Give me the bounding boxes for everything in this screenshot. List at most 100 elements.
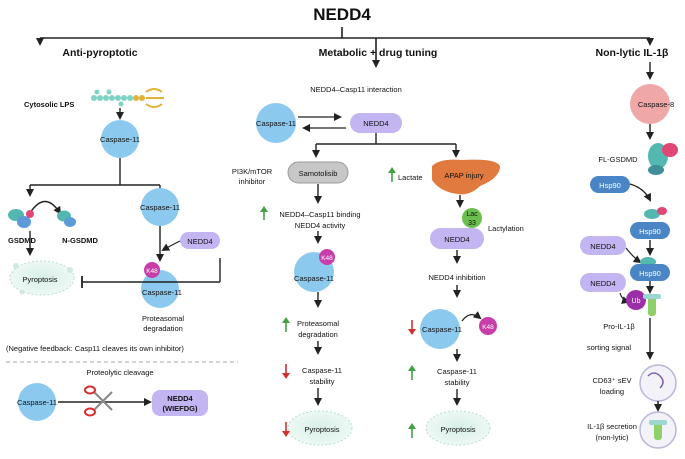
nedd4-label-left: NEDD4 <box>187 237 212 246</box>
arrow-nedd4-complex <box>625 247 642 264</box>
caspase11-node-mid-r <box>420 309 460 349</box>
k48-tag-mid <box>319 249 335 265</box>
stability-label-mid-2: stability <box>309 377 334 386</box>
page-title: NEDD4 <box>313 5 371 24</box>
caspase8-label: Caspase-8 <box>638 100 674 109</box>
k48-tag-mid-r <box>479 317 497 335</box>
il1b-icon <box>643 294 661 316</box>
down-arrow-icon <box>282 422 290 437</box>
lac-label-2: 33 <box>468 220 476 227</box>
down-arrow-icon <box>282 364 290 379</box>
lac-label-1: Lac <box>466 211 478 218</box>
arrow-hsp90-bind <box>629 183 651 202</box>
hsp90-pill-3 <box>630 264 670 281</box>
lactate-label: Lactate <box>398 173 423 182</box>
proteasomal-label-left-1: Proteasomal <box>142 314 184 323</box>
up-arrow-icon <box>282 317 290 332</box>
nedd4-label-lac: NEDD4 <box>444 235 469 244</box>
hsp90-label-2: Hsp90 <box>639 227 661 236</box>
up-arrow-icon <box>408 365 416 380</box>
scissors-icon <box>84 385 113 417</box>
lps-icon <box>91 88 164 108</box>
n-gsdmd-icon <box>57 210 76 227</box>
k48-label-mid: K48 <box>321 255 333 262</box>
proteasomal-label-mid-1: Proteasomal <box>297 319 339 328</box>
nedd4-pill-right-2 <box>580 273 626 292</box>
secretion-label-2: (non-lytic) <box>596 433 629 442</box>
ub-tag <box>626 290 646 310</box>
fl-gsdmd-label: FL-GSDMD <box>598 155 638 164</box>
cleavage-arc <box>29 200 62 215</box>
stability-label-mid-1: Caspase-11 <box>302 366 342 375</box>
binding-label-2: NEDD4 activity <box>295 221 346 230</box>
arrow-k48-blocked <box>461 311 482 322</box>
proteasomal-label-left-2: degradation <box>143 324 183 333</box>
k48-label-left: K48 <box>146 268 158 275</box>
caspase11-node-right <box>141 188 179 226</box>
pyroptosis-cell-mid <box>287 410 353 446</box>
n-gsdmd-label: N-GSDMD <box>62 236 98 245</box>
caspase11-label-k48: Caspase-11 <box>142 288 182 297</box>
nedd4-wiefdg-label-1: NEDD4 <box>167 394 193 403</box>
nedd4-pill-left <box>180 232 220 249</box>
caspase11-label-bottom: Caspase-11 <box>17 398 57 407</box>
caspase11-node-k48 <box>141 270 179 308</box>
pi3k-label-2: inhibitor <box>239 177 266 186</box>
arrow-nedd4-casp11 <box>161 240 181 251</box>
sorting-label: sorting signal <box>587 343 632 352</box>
nedd4-label-right-2: NEDD4 <box>590 279 615 288</box>
hsp90-label-1: Hsp90 <box>599 181 621 190</box>
caspase11-label-right: Caspase-11 <box>140 203 180 212</box>
gsdmd-label: GSDMD <box>8 236 37 245</box>
negative-feedback-note: (Negative feedback: Casp11 cleaves its o… <box>6 344 184 353</box>
nedd4-label-mid: NEDD4 <box>363 119 388 128</box>
pyroptosis-label-mid: Pyroptosis <box>304 425 339 434</box>
nedd4-label-right-1: NEDD4 <box>590 242 615 251</box>
hsp90-label-3: Hsp90 <box>639 269 661 278</box>
proteasomal-label-mid-2: degradation <box>298 330 338 339</box>
lactylation-label: Lactylation <box>488 224 524 233</box>
section-nonlytic: Non-lytic IL-1β <box>596 47 670 59</box>
sev-icon <box>639 364 677 402</box>
down-arrow-icon <box>408 320 416 335</box>
samotolisib-pill <box>287 161 349 184</box>
gsdmd-fragment-icon <box>644 207 667 219</box>
binding-label-1: NEDD4–Casp11 binding <box>279 210 360 219</box>
pyroptosis-cell-mid-r <box>425 410 491 446</box>
nedd4-pill-right-1 <box>580 236 626 255</box>
caspase11-label-mid: Caspase-11 <box>256 119 296 128</box>
caspase11-label-mid-r: Caspase-11 <box>422 325 462 334</box>
apap-label: APAP injury <box>444 171 484 180</box>
section-anti-pyroptotic: Anti-pyroptotic <box>62 47 137 59</box>
section-metabolic: Metabolic + drug tuning <box>319 47 438 59</box>
nedd4-pill-lac <box>430 228 484 249</box>
interaction-label: NEDD4–Casp11 interaction <box>310 85 402 94</box>
pyroptosis-cell-left <box>9 260 75 296</box>
fl-gsdmd-icon <box>648 143 678 175</box>
nedd4-wiefdg-label-2: (WIEFDG) <box>163 404 198 413</box>
liver-icon <box>432 159 500 195</box>
caspase8-node <box>630 84 670 124</box>
up-arrow-icon <box>388 167 396 182</box>
caspase11-node-top <box>101 120 139 158</box>
caspase11-label-top: Caspase-11 <box>100 135 140 144</box>
lac-tag <box>462 208 482 228</box>
secreted-il1b-icon <box>639 411 677 449</box>
caspase11-node-bottom <box>18 383 56 421</box>
nedd4-wiefdg-pill <box>152 390 208 416</box>
pyroptosis-label-left: Pyroptosis <box>22 275 57 284</box>
samotolisib-label: Samotolisib <box>299 169 338 178</box>
gsdmd-icon <box>8 209 34 228</box>
cd63-label-1: CD63⁺ sEV <box>593 376 632 385</box>
pro-il1b-label: Pro-IL-1β <box>603 322 635 331</box>
up-arrow-icon <box>260 206 268 220</box>
ub-label: Ub <box>632 298 641 305</box>
hsp90-pill-1 <box>590 176 630 193</box>
cd63-label-2: loading <box>600 387 624 396</box>
stability-label-r-1: Caspase-11 <box>437 367 477 376</box>
secretion-label-1: IL-1β secretion <box>587 422 637 431</box>
pi3k-label-1: PI3K/mTOR <box>232 167 273 176</box>
k48-tag-left <box>144 262 160 278</box>
